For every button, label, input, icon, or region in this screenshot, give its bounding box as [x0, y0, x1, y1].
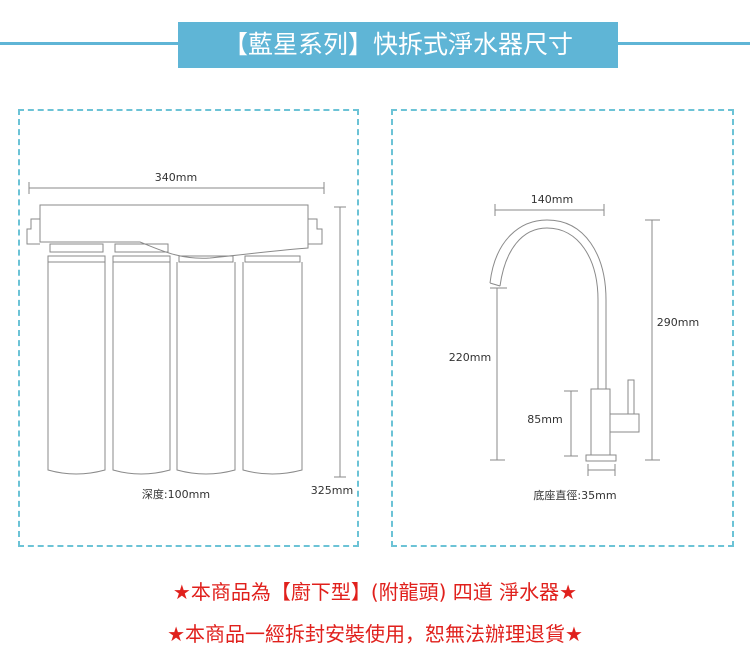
faucet-base [585, 454, 617, 462]
faucet-body [590, 388, 611, 456]
base-dimension-line [587, 464, 616, 476]
width-dimension-line [28, 182, 325, 194]
right-bracket [308, 218, 323, 245]
filter-unit-drawing [26, 182, 346, 478]
height-dimension-line [645, 219, 660, 461]
reach-dimension-line [494, 204, 605, 216]
width-label: 340mm [154, 171, 198, 184]
faucet-drawing [489, 204, 660, 476]
depth-label: 深度:100mm [141, 488, 211, 501]
faucet-spout [489, 219, 607, 389]
faucet-handle [609, 413, 640, 433]
height-dimension-line [334, 206, 346, 478]
filter-cartridges [47, 243, 303, 475]
product-note: ★本商品為【廚下型】(附龍頭) 四道 淨水器★ [172, 580, 578, 604]
page-title: 【藍星系列】快拆式淨水器尺寸 [178, 22, 618, 68]
spout-dimension-line [490, 287, 507, 461]
left-bracket [26, 218, 40, 245]
body-height-label: 85mm [527, 413, 563, 426]
base-diameter-label: 底座直徑:35mm [533, 489, 617, 502]
spout-height-label: 220mm [448, 351, 492, 364]
body-dimension-line [564, 390, 578, 457]
height-label: 325mm [310, 484, 354, 497]
reach-label: 140mm [530, 193, 574, 206]
faucet-lever [627, 379, 635, 415]
filter-head [39, 204, 309, 259]
faucet-height-label: 290mm [656, 316, 700, 329]
filter-panel [18, 109, 359, 547]
faucet-panel [391, 109, 734, 547]
return-policy-note: ★本商品一經拆封安裝使用，恕無法辦理退貨★ [167, 622, 583, 646]
